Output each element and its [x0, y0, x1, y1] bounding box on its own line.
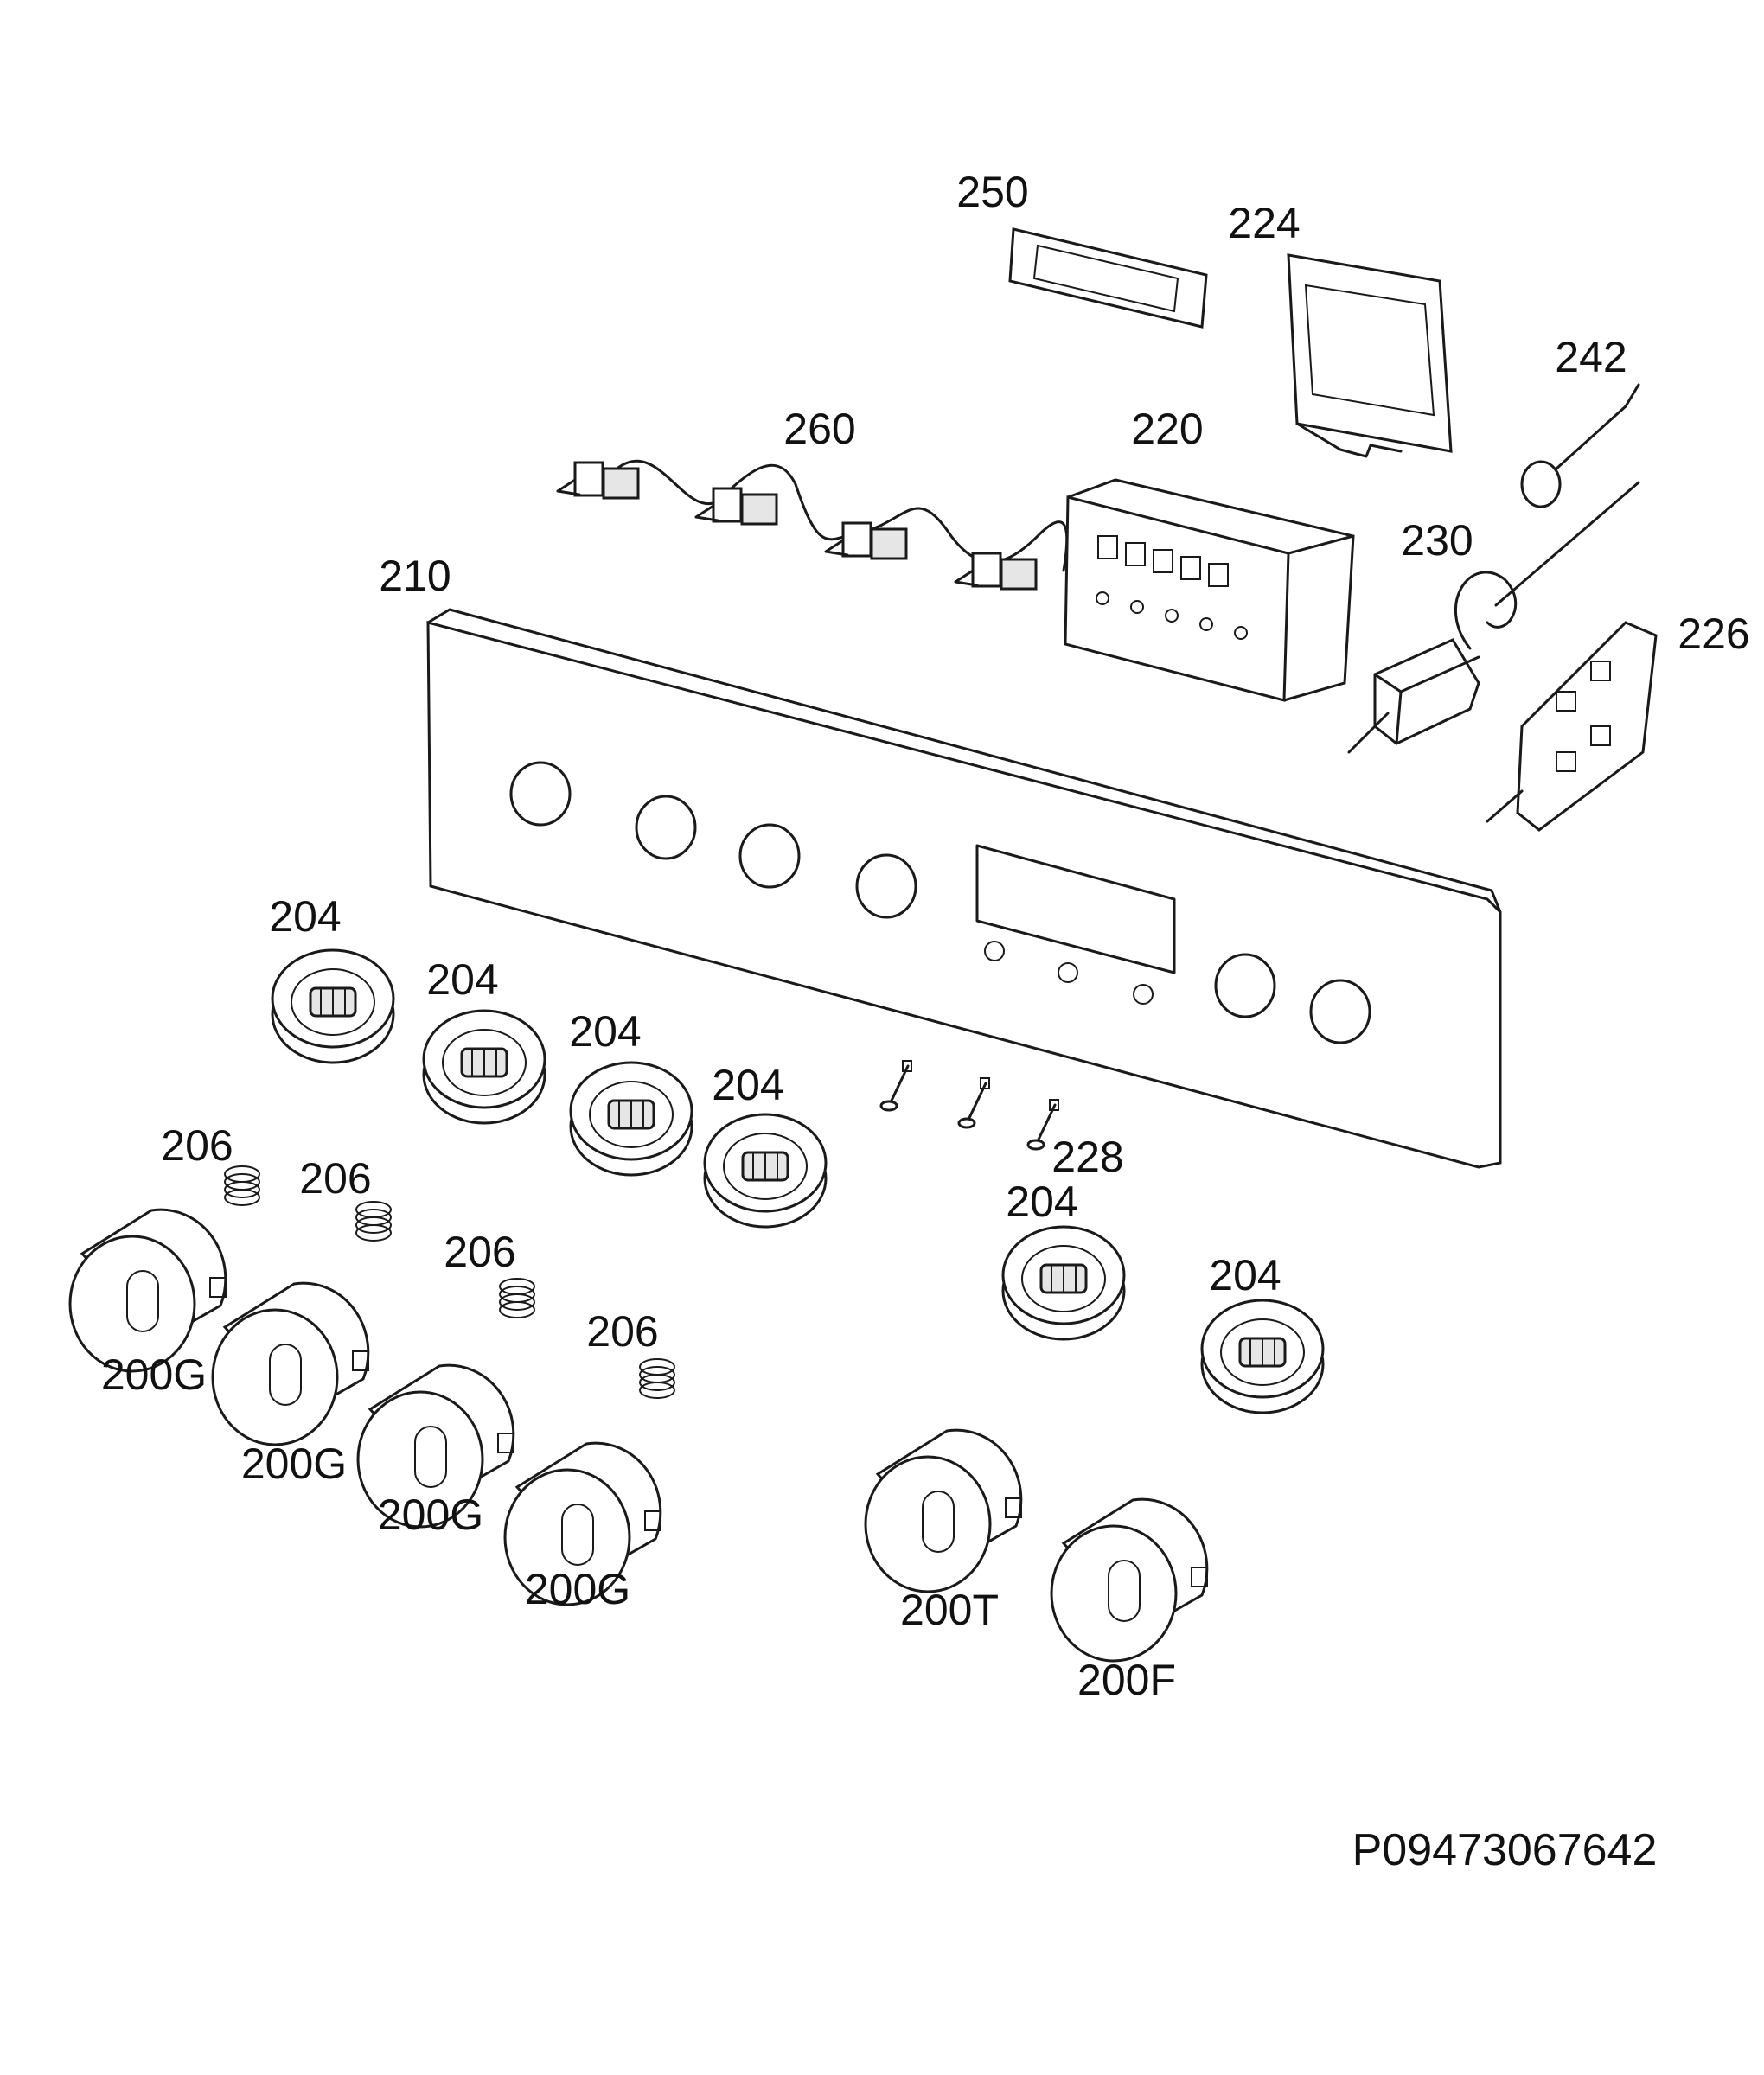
drawing-code: P09473067642 [1352, 1825, 1658, 1875]
label-200g-d: 200G [524, 1565, 631, 1613]
label-204-d: 204 [712, 1061, 784, 1109]
label-200g-c: 200G [377, 1491, 484, 1539]
label-242: 242 [1555, 333, 1627, 381]
label-204-b: 204 [426, 955, 499, 1004]
label-210: 210 [379, 552, 451, 600]
part-230-thermostat [1347, 481, 1640, 754]
label-250: 250 [956, 168, 1029, 216]
part-260-switch-harness [556, 459, 1069, 591]
part-210-control-panel [426, 608, 1502, 1169]
part-220-display-module [1064, 478, 1355, 702]
label-200g-a: 200G [100, 1350, 208, 1399]
label-206-d: 206 [586, 1307, 659, 1356]
label-206-b: 206 [299, 1154, 372, 1203]
label-200t: 200T [900, 1586, 999, 1634]
label-204-a: 204 [269, 892, 342, 941]
part-250-frame [1008, 227, 1208, 329]
label-228: 228 [1051, 1133, 1124, 1181]
label-200g-b: 200G [240, 1440, 348, 1488]
label-226: 226 [1678, 610, 1750, 658]
part-242-sensor [1520, 383, 1640, 508]
label-204-e: 204 [1006, 1178, 1078, 1226]
label-204-f: 204 [1209, 1251, 1281, 1299]
label-224: 224 [1228, 199, 1301, 247]
label-206-c: 206 [444, 1228, 516, 1276]
part-224-bracket [1287, 253, 1453, 458]
part-228-pins [879, 1059, 1060, 1151]
part-226-terminal-block [1486, 621, 1658, 832]
label-220: 220 [1131, 405, 1204, 453]
label-206-a: 206 [161, 1121, 233, 1170]
label-230: 230 [1401, 516, 1473, 565]
label-204-c: 204 [569, 1007, 642, 1056]
label-200f: 200F [1077, 1656, 1176, 1704]
label-260: 260 [783, 405, 856, 453]
